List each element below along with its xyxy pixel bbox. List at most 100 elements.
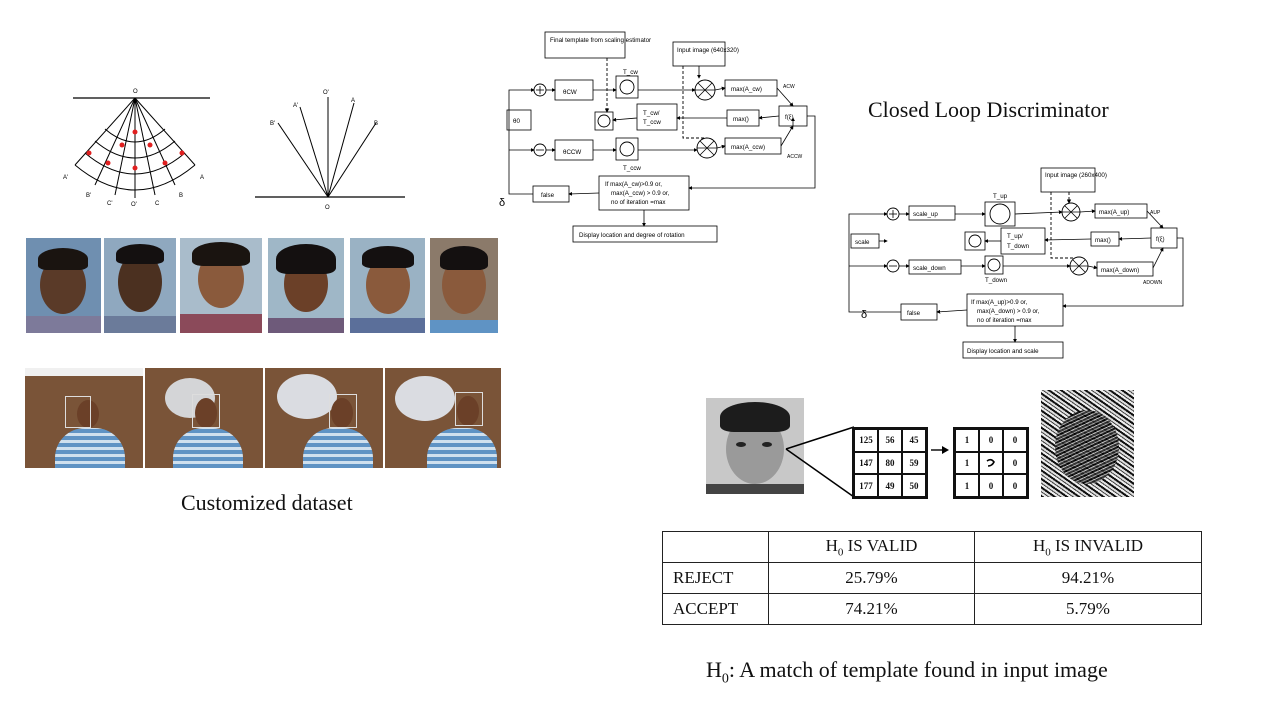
intensity-cell: 49 — [878, 474, 902, 497]
svg-text:max(): max() — [1095, 237, 1111, 244]
binary-cell: 0 — [1003, 429, 1027, 452]
svg-text:scale: scale — [855, 239, 870, 246]
closed-loop-caption: Closed Loop Discriminator — [868, 97, 1109, 122]
svg-text:C': C' — [107, 201, 112, 207]
svg-text:max(A_cw): max(A_cw) — [731, 86, 762, 93]
svg-text:ACW: ACW — [783, 84, 795, 90]
svg-text:f(ξ): f(ξ) — [785, 114, 794, 121]
tracking-frame-4 — [385, 368, 501, 468]
intensity-cell: 56 — [878, 429, 902, 452]
table-cell: 94.21% — [974, 562, 1202, 594]
svg-text:T_down: T_down — [985, 277, 1008, 284]
table-cell: 5.79% — [974, 593, 1202, 625]
circular-arrow-icon — [979, 451, 1003, 475]
svg-text:false: false — [907, 310, 921, 317]
binary-cell: 0 — [1003, 451, 1027, 475]
svg-text:ADOWN: ADOWN — [1143, 280, 1163, 286]
face-thumbnail-3 — [180, 238, 262, 333]
scale-estimator-diagram: Input image (260x400) T_up T_down scale_… — [848, 167, 1184, 359]
svg-text:no of iteration =max: no of iteration =max — [611, 199, 666, 206]
rotation-estimator-diagram: Final template from scaling estimator In… — [499, 31, 816, 243]
hypothesis-results-table: H0 IS VALID H0 IS INVALID REJECT 25.79% … — [662, 531, 1202, 625]
binary-cell: 0 — [979, 474, 1003, 497]
row-label: REJECT — [662, 562, 769, 594]
svg-text:B: B — [179, 193, 183, 199]
table-cell: 74.21% — [768, 593, 975, 625]
intensity-cell: 147 — [854, 451, 878, 475]
tracking-frame-1 — [25, 368, 143, 468]
svg-text:δ: δ — [861, 309, 867, 321]
tracking-frame-2 — [145, 368, 263, 468]
binary-cell: 0 — [1003, 474, 1027, 497]
svg-text:max(A_ccw) > 0.9 or,: max(A_ccw) > 0.9 or, — [611, 190, 670, 197]
svg-text:false: false — [541, 192, 555, 199]
header-cell — [662, 531, 769, 563]
intensity-grid: 125 56 45 147 80 59 177 49 50 — [852, 427, 928, 499]
svg-text:max(): max() — [733, 116, 749, 123]
svg-text:T_up: T_up — [993, 193, 1008, 200]
svg-text:A': A' — [63, 175, 68, 181]
svg-text:O: O — [325, 205, 330, 211]
svg-text:If max(A_up)>0.9 or,: If max(A_up)>0.9 or, — [971, 299, 1028, 306]
intensity-cell: 59 — [902, 451, 926, 475]
svg-text:θCW: θCW — [563, 89, 577, 96]
arrow-icon — [931, 446, 949, 454]
binary-cell: 1 — [955, 474, 979, 497]
binary-cell: 1 — [955, 451, 979, 475]
svg-text:A: A — [200, 175, 204, 181]
intensity-cell: 45 — [902, 429, 926, 452]
svg-text:δ: δ — [499, 197, 505, 209]
grayscale-face-image — [706, 398, 804, 494]
face-thumbnail-1 — [26, 238, 101, 333]
svg-text:max(A_ccw): max(A_ccw) — [731, 144, 765, 151]
table-row: REJECT 25.79% 94.21% — [662, 562, 1202, 594]
svg-text:A: A — [351, 98, 355, 104]
intensity-cell: 50 — [902, 474, 926, 497]
row-label: ACCEPT — [662, 593, 769, 625]
binary-grid: 1 0 0 1 0 1 0 0 — [953, 427, 1029, 499]
intensity-cell: 177 — [854, 474, 878, 497]
header-cell: H0 IS INVALID — [974, 531, 1202, 563]
fan-geometry-figure: O A' B' C' O' C B A — [63, 89, 210, 208]
svg-text:O': O' — [131, 202, 137, 208]
face-thumbnail-5 — [350, 238, 425, 333]
svg-text:θCCW: θCCW — [563, 149, 581, 156]
svg-text:AUP: AUP — [1150, 210, 1161, 216]
svg-text:T_cw/: T_cw/ — [643, 110, 660, 117]
zoom-lines — [785, 426, 855, 498]
table-cell: 25.79% — [768, 562, 975, 594]
svg-text:max(A_up): max(A_up) — [1099, 209, 1129, 216]
binary-cell: 1 — [955, 429, 979, 452]
tracking-frame-3 — [265, 368, 383, 468]
svg-text:Input image (260x400): Input image (260x400) — [1045, 172, 1107, 179]
svg-text:Display location and degree of: Display location and degree of rotation — [579, 232, 685, 239]
svg-text:A': A' — [293, 103, 298, 109]
svg-text:B: B — [374, 121, 378, 127]
svg-text:O': O' — [323, 90, 329, 96]
svg-text:scale_up: scale_up — [913, 211, 938, 218]
svg-text:f(ξ): f(ξ) — [1156, 236, 1165, 243]
svg-text:T_ccw: T_ccw — [623, 165, 641, 172]
binary-cell: 0 — [979, 429, 1003, 452]
svg-text:B': B' — [270, 121, 275, 127]
header-cell: H0 IS VALID — [768, 531, 975, 563]
svg-text:T_ccw: T_ccw — [643, 119, 661, 126]
svg-text:max(A_down): max(A_down) — [1101, 267, 1139, 274]
svg-text:T_cw: T_cw — [623, 69, 638, 76]
face-thumbnail-6 — [430, 238, 498, 333]
svg-text:scale_down: scale_down — [913, 265, 946, 272]
table-header-row: H0 IS VALID H0 IS INVALID — [662, 531, 1202, 563]
svg-text:no of iteration =max: no of iteration =max — [977, 317, 1032, 324]
lbp-texture-image — [1041, 390, 1134, 497]
table-row: ACCEPT 74.21% 5.79% — [662, 593, 1202, 625]
svg-text:T_up/: T_up/ — [1007, 233, 1023, 240]
svg-text:If max(A_cw)>0.9 or,: If max(A_cw)>0.9 or, — [605, 181, 662, 188]
intensity-cell: 80 — [878, 451, 902, 475]
face-thumbnail-4 — [268, 238, 344, 333]
svg-text:ACCW: ACCW — [787, 154, 803, 160]
svg-text:Input image (640x320): Input image (640x320) — [677, 47, 739, 54]
dataset-caption: Customized dataset — [181, 490, 353, 515]
svg-text:T_down: T_down — [1007, 243, 1030, 250]
svg-text:θ0: θ0 — [513, 118, 520, 125]
svg-text:Final template from scaling es: Final template from scaling estimator — [550, 37, 651, 44]
